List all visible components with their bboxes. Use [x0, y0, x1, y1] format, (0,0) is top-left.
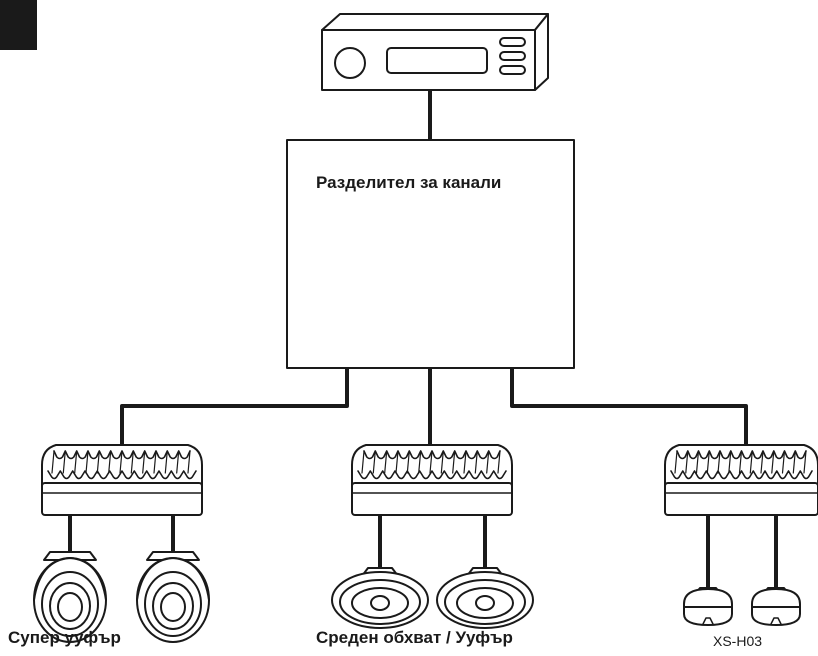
display-icon	[386, 47, 488, 74]
channel-divider-label: Разделител за канали	[316, 173, 502, 192]
subwoofer-icon-1	[33, 551, 107, 643]
channel-divider-box	[286, 139, 575, 369]
midrange-speaker-icon-2	[436, 567, 534, 629]
amplifier-icon-3	[664, 444, 818, 516]
tweeter-icon-1	[683, 587, 733, 626]
corner-tab	[0, 0, 37, 50]
head-unit-icon	[321, 13, 549, 91]
volume-knob-icon	[334, 47, 366, 79]
subwoofer-label: Супер ууфър	[8, 628, 121, 647]
tweeter-label: XS-H03	[713, 633, 763, 649]
subwoofer-icon-2	[136, 551, 210, 643]
amplifier-icon-1	[41, 444, 203, 516]
midrange-woofer-label: Среден обхват / Ууфър	[316, 628, 513, 647]
midrange-speaker-icon-1	[331, 567, 429, 629]
tweeter-icon-2	[751, 587, 801, 626]
connection-lines	[120, 90, 748, 445]
amplifier-icon-2	[351, 444, 513, 516]
speaker-cables	[68, 515, 778, 588]
